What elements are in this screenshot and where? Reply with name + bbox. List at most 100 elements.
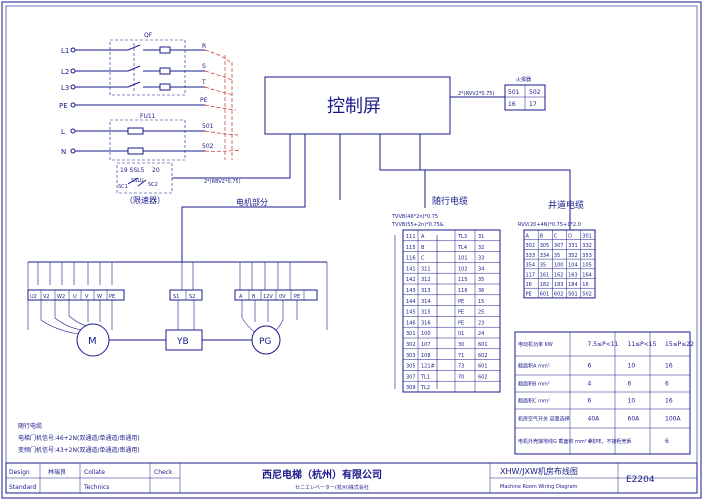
shaft-cell: 333 [526, 253, 536, 259]
spec-cell: 6 [665, 438, 669, 445]
spec-cell: 7.5≤P<11 [588, 341, 619, 348]
travel-cell: 71 [458, 353, 464, 359]
company-name: 西尼电梯（杭州）有限公司 [262, 468, 382, 481]
travel-cell: 115 [406, 245, 416, 251]
travel-cell: 24 [478, 331, 484, 337]
controller-box: 控制屏 [264, 76, 451, 135]
travel-cell: 36 [478, 288, 484, 294]
travel-cell: PE [458, 310, 464, 316]
qf-out-t: T [201, 79, 206, 86]
spec-row-label: 截面积B mm² [518, 381, 550, 388]
fu-enclosure [109, 119, 186, 161]
spec-cell: 6 [588, 398, 592, 405]
motor-term-u: U [73, 294, 77, 300]
terminal-l1: L1 [61, 47, 69, 55]
travel-cell: 33 [478, 256, 484, 262]
travel-cell: 313 [421, 288, 431, 294]
travel-cell: 601 [478, 342, 488, 348]
travel-cell: 121# [421, 364, 435, 370]
travel-cell: 601 [478, 364, 488, 370]
travel-cell: 312 [421, 277, 431, 283]
spec-cell: 6 [588, 363, 592, 370]
shaft-cell: 602 [554, 292, 564, 298]
controller-label: 控制屏 [327, 96, 381, 117]
spec-row-label: 机房空气开关 容量选择 [518, 416, 570, 423]
travel-cell: 315 [421, 310, 431, 316]
travel-cell: 301 [406, 331, 416, 337]
travel-cell: 302 [406, 342, 416, 348]
travel-cell: 32 [478, 245, 484, 251]
shaft-cell: 105 [582, 263, 592, 269]
terminal-l: L [61, 128, 65, 136]
spec-cell: 15≤P≤22 [665, 341, 694, 348]
travel-cell: C [421, 256, 425, 262]
travel-cell: 307 [406, 374, 416, 380]
shaft-cell: 16 [582, 282, 588, 288]
encoder-term-0v: 0V [279, 294, 286, 300]
shaft-cell: 16 [526, 282, 532, 288]
brake-term-s1: S1 [173, 294, 179, 300]
spec-row-label: 电动机功率 KW [518, 341, 553, 348]
travel-cell: 73 [458, 364, 464, 370]
shaft-title: 井道电缆 [548, 199, 584, 211]
spec-cell: 10 [628, 398, 636, 405]
spec-cell: 60A [628, 416, 641, 423]
travel-cell: 303 [406, 353, 416, 359]
travel-cell: 01 [458, 331, 464, 337]
shaft-cell: D [568, 234, 572, 240]
travel-cell: 146 [406, 320, 416, 326]
fire-relay: 2*(RVV2*0.75) 火报器 501 502 16 17 [450, 76, 546, 111]
shaft-cell: 307 [554, 243, 564, 249]
shaft-cell: 332 [582, 243, 592, 249]
shaft-cell: C [554, 234, 558, 240]
shaft-cell: 164 [582, 272, 592, 278]
travel-cell: 142 [406, 277, 416, 283]
spec-cell: 11≤P<15 [628, 341, 657, 348]
fire-cable-spec: 2*(RVV2*0.75) [458, 91, 494, 97]
left-terminals: L1 L2 L3 PE L N [59, 47, 76, 156]
spec-cell: 10 [628, 363, 636, 370]
travel-cell: 602 [478, 353, 488, 359]
travel-cell: 100 [421, 331, 431, 337]
shaft-cell: B [540, 234, 544, 240]
notes-line1: 电梯门机信号:46+2N(双通道/单通道/串通用) [18, 434, 140, 442]
limiter-line1-b: 20 [152, 167, 160, 174]
terminal-l3: L3 [61, 84, 69, 92]
collate-label: Collate [84, 469, 105, 476]
travel-cell: B [421, 245, 425, 251]
design-label: Design [9, 469, 30, 476]
terminal-node [70, 47, 76, 53]
motor-term-v2: V2 [43, 294, 50, 300]
terminal-n: N [61, 148, 66, 156]
shaft-cell: 334 [540, 253, 550, 259]
shaft-cell: 354 [526, 263, 536, 269]
brake-term-s2: S2 [189, 294, 195, 300]
travel-cell: 70 [458, 374, 464, 380]
relay-cell-17: 17 [529, 101, 537, 108]
travel-cell: 111 [406, 234, 416, 240]
shaft-cell: 104 [568, 263, 578, 269]
technics-label: Technics [83, 484, 109, 491]
travel-cell: PE [458, 320, 464, 326]
motor-section-title: 电机部分 [236, 197, 268, 207]
relay-cell-501: 501 [508, 89, 520, 96]
shaft-cell: 100 [554, 263, 564, 269]
shaft-cell: 35 [540, 263, 546, 269]
shaft-cell: 161 [540, 272, 550, 278]
encoder-terminals: A B 12V 0V PE [234, 289, 318, 301]
travel-cell: 25 [478, 310, 484, 316]
standard-label: Standard [9, 484, 36, 491]
shaft-cell: 117 [526, 272, 536, 278]
travel-spec1: TVVB(46*2n)*0.75 [391, 214, 438, 220]
fu-fuse: FU11 501 502 [75, 113, 214, 161]
spec-row-label: 截面积C mm² [518, 398, 550, 405]
brake-terminals: S1 S2 [169, 289, 203, 301]
terminal-node [70, 128, 76, 134]
qf-out-r: R [202, 43, 206, 50]
notes: 随行电缆 电梯门机信号:46+2N(双通道/单通道/串通用) 变频门机信号:43… [18, 422, 140, 454]
qf-label: QF [144, 32, 153, 39]
